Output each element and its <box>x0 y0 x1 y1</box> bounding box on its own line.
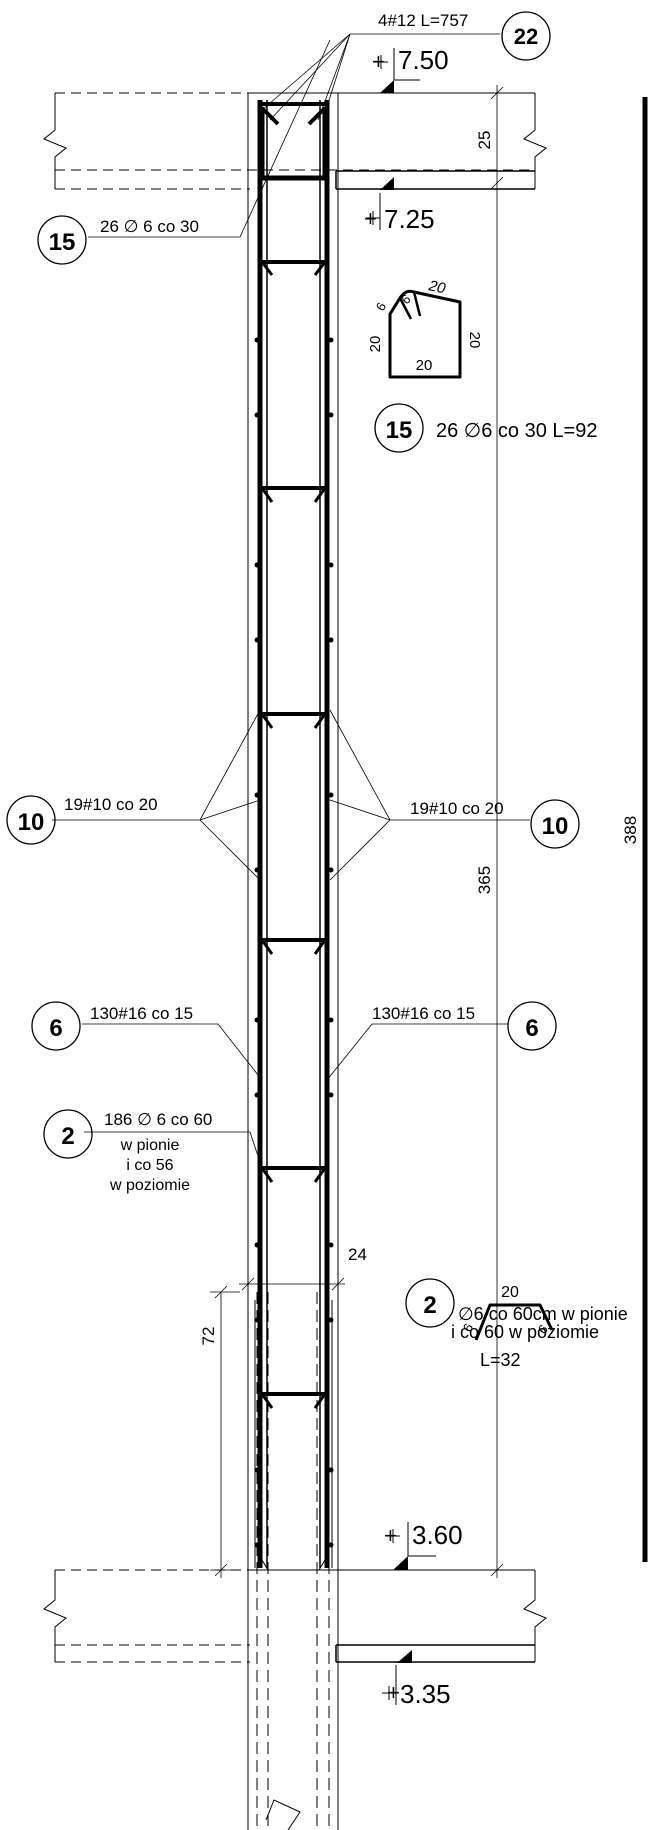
stirrup <box>260 938 327 955</box>
stirrup-detail-number: 15 <box>386 417 413 444</box>
callout-circles <box>6 11 580 1328</box>
pin-detail-number: 2 <box>423 1292 436 1319</box>
stirrup-detail-left-dim: 20 <box>367 336 384 353</box>
stirrup-detail-bottom-dim: 20 <box>416 357 433 374</box>
break-line-top-left <box>43 93 67 189</box>
detail-circle-15 <box>374 403 424 453</box>
main-bars <box>254 100 333 1571</box>
callout-22-number: 22 <box>514 24 538 49</box>
stirrups <box>260 260 327 1409</box>
dimension-388: 388 <box>621 816 640 844</box>
callout-6-left-text: 130#16 co 15 <box>90 1004 193 1023</box>
detail-circle-2 <box>405 1278 455 1328</box>
top-cage <box>259 102 328 181</box>
pin-shape-detail <box>474 1303 554 1341</box>
elevation-top-outer: 7.50 <box>398 45 449 75</box>
elevation-marker <box>382 1650 412 1705</box>
callout-6-right-number: 6 <box>525 1015 538 1042</box>
top-slab <box>43 92 547 190</box>
elevation-bottom-outer: 3.60 <box>412 1520 463 1550</box>
column-outline <box>247 93 339 1830</box>
elevation-marker <box>374 48 420 93</box>
stirrup-detail-label: 26 ∅6 co 30 L=92 <box>436 420 597 442</box>
callout-2-note-1: w pionie <box>120 1137 180 1154</box>
callout-2-text: 186 ∅ 6 co 60 <box>104 1110 212 1129</box>
leader-lines <box>52 33 530 1169</box>
callout-circle-15 <box>37 215 87 265</box>
stirrup <box>260 1166 327 1183</box>
callout-circle-6-left <box>31 1001 81 1051</box>
callout-circle-10-left <box>6 795 56 845</box>
dimension-lines <box>210 85 504 1578</box>
callout-15-text: 26 ∅ 6 co 30 <box>100 217 199 236</box>
callout-10-right-text: 19#10 co 20 <box>410 799 504 818</box>
stirrup-detail-top-dim: 20 <box>426 277 447 297</box>
callout-2-note-2: i co 56 <box>126 1157 173 1174</box>
callout-10-right-number: 10 <box>542 813 569 840</box>
elevation-bottom-outer-prefix: + <box>384 1523 397 1548</box>
dimension-25: 25 <box>475 131 494 150</box>
elevation-marker <box>386 1522 436 1570</box>
pin-detail-line-2: i co 60 w poziomie <box>451 1322 599 1342</box>
callout-circle-22 <box>501 11 551 61</box>
callout-15-number: 15 <box>49 229 76 256</box>
break-line-bottom-right <box>523 1570 547 1662</box>
stirrup-detail-hook-1: 6 <box>373 300 390 314</box>
pin-detail-width: 20 <box>501 1284 519 1301</box>
elevation-top-inner: 7.25 <box>384 204 435 234</box>
dimension-24: 24 <box>348 1245 367 1264</box>
callout-6-right-text: 130#16 co 15 <box>372 1004 475 1023</box>
elevation-marker <box>366 177 394 230</box>
stirrup <box>260 1392 327 1409</box>
labels: 22 4#12 L=757 15 26 ∅ 6 co 30 10 19#10 c… <box>18 11 640 1709</box>
pin-detail-line-1: ∅6 co 60cm w pionie <box>458 1304 628 1324</box>
break-line-bottom-left <box>43 1570 67 1662</box>
pin-detail-line-3: L=32 <box>480 1350 521 1370</box>
bottom-slab <box>43 1569 547 1663</box>
stirrup-shape-detail <box>388 289 462 379</box>
callout-6-left-number: 6 <box>49 1015 62 1042</box>
stirrup <box>260 486 327 503</box>
callout-10-left-text: 19#10 co 20 <box>64 795 158 814</box>
stirrup <box>260 260 327 276</box>
callout-circle-6-right <box>507 1001 557 1051</box>
break-line-top-right <box>523 93 547 189</box>
elevation-bottom-inner: 3.35 <box>400 1679 451 1709</box>
elevation-top-inner-prefix: + <box>364 206 377 231</box>
callout-2-note-3: w poziomie <box>109 1177 190 1194</box>
callout-22-text: 4#12 L=757 <box>378 11 468 30</box>
elevation-markers <box>366 48 436 1705</box>
bar-dots <box>254 337 334 1548</box>
stirrup-detail-right-dim: 20 <box>466 332 483 349</box>
dimension-72: 72 <box>199 1327 218 1346</box>
callout-circle-2 <box>43 1109 93 1159</box>
callout-circle-10-right <box>530 799 580 849</box>
elevation-top-outer-prefix: + <box>372 49 385 74</box>
callout-10-left-number: 10 <box>18 809 45 836</box>
elevation-bottom-inner-prefix: + <box>387 1680 400 1705</box>
stirrup <box>260 712 327 729</box>
dimension-365: 365 <box>475 866 494 894</box>
callout-2-number: 2 <box>61 1123 74 1150</box>
